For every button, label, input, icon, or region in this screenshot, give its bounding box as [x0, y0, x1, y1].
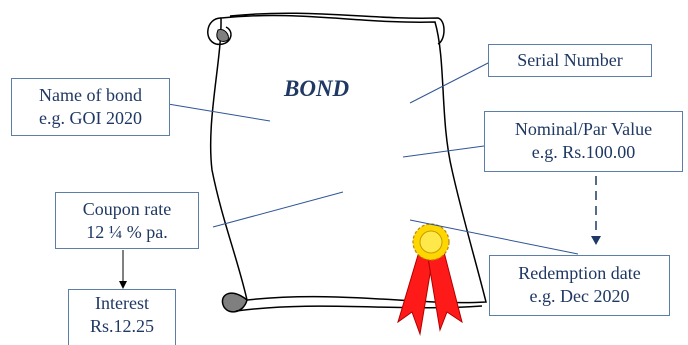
redemption-date-example: e.g. Dec 2020: [490, 285, 669, 308]
arrow-coupon-to-interest: [119, 250, 127, 289]
interest-box: Interest Rs.12.25: [68, 289, 176, 345]
coupon-rate-value: 12 ¼ % pa.: [56, 221, 198, 244]
scroll-bottom-curl: [222, 293, 247, 312]
serial-number-label: Serial Number: [489, 49, 651, 72]
nominal-value-box: Nominal/Par Value e.g. Rs.100.00: [484, 111, 683, 172]
nominal-value-label: Nominal/Par Value: [485, 118, 682, 141]
seal-inner: [420, 231, 442, 253]
interest-value: Rs.12.25: [69, 315, 175, 338]
name-of-bond-box: Name of bond e.g. GOI 2020: [11, 78, 170, 136]
name-of-bond-example: e.g. GOI 2020: [12, 107, 169, 130]
nominal-value-example: e.g. Rs.100.00: [485, 141, 682, 164]
bond-title: BOND: [284, 76, 349, 102]
interest-label: Interest: [69, 292, 175, 315]
serial-number-box: Serial Number: [488, 44, 652, 77]
coupon-rate-box: Coupon rate 12 ¼ % pa.: [55, 192, 199, 249]
name-of-bond-label: Name of bond: [12, 84, 169, 107]
coupon-rate-label: Coupon rate: [56, 198, 198, 221]
redemption-date-label: Redemption date: [490, 262, 669, 285]
arrow-nominal-to-redemption: [591, 176, 601, 245]
redemption-date-box: Redemption date e.g. Dec 2020: [489, 255, 670, 316]
